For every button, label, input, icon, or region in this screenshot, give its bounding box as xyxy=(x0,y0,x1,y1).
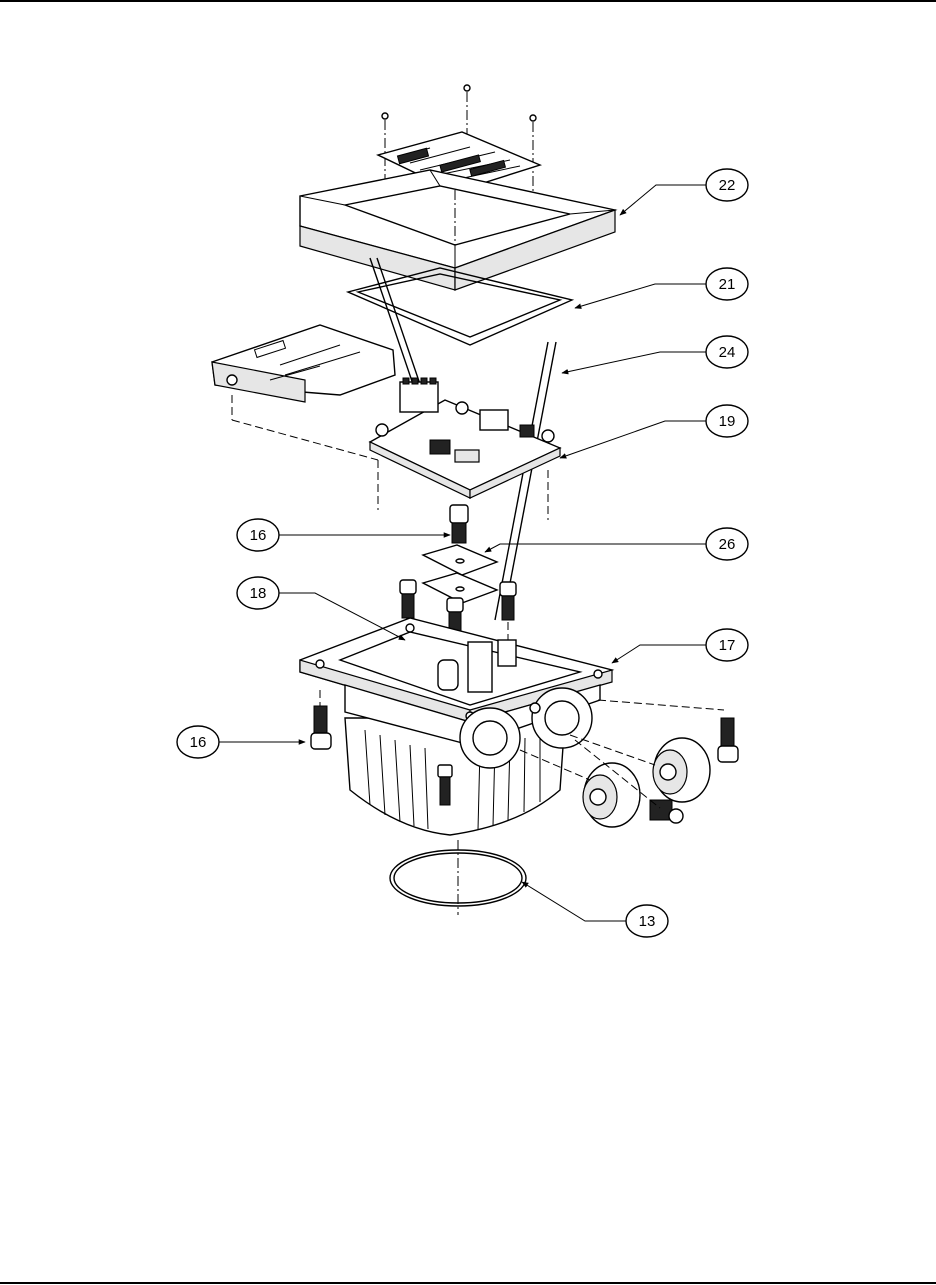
svg-text:16: 16 xyxy=(190,734,207,751)
callout-26: 26 xyxy=(706,528,748,560)
svg-text:17: 17 xyxy=(719,637,736,654)
svg-text:18: 18 xyxy=(250,585,267,602)
callout-19: 19 xyxy=(706,405,748,437)
callout-18: 18 xyxy=(237,577,279,609)
callout-17: 17 xyxy=(706,629,748,661)
svg-text:21: 21 xyxy=(719,276,736,293)
cap-screw-right xyxy=(718,718,738,762)
svg-text:19: 19 xyxy=(719,413,736,430)
svg-text:24: 24 xyxy=(719,344,736,361)
circuit-board xyxy=(370,378,560,520)
insulator-pads xyxy=(423,545,497,603)
svg-text:16: 16 xyxy=(250,527,267,544)
callout-22: 22 xyxy=(706,169,748,201)
callout-24: 24 xyxy=(706,336,748,368)
cap-screw-left xyxy=(311,706,331,749)
svg-text:13: 13 xyxy=(639,913,656,930)
svg-text:22: 22 xyxy=(719,177,736,194)
svg-text:26: 26 xyxy=(719,536,736,553)
callout-13: 13 xyxy=(626,905,668,937)
callout-16-top: 16 xyxy=(237,519,279,551)
callout-21: 21 xyxy=(706,268,748,300)
o-ring xyxy=(390,840,526,915)
insulating-sheet xyxy=(212,325,395,510)
callout-16-left: 16 xyxy=(177,726,219,758)
